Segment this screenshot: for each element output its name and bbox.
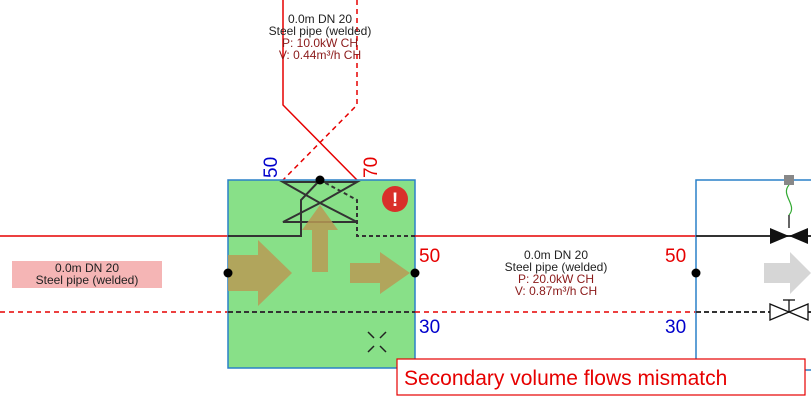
top-return-pipe[interactable] xyxy=(282,0,358,181)
left-pipe-label: 0.0m DN 20 Steel pipe (welded) xyxy=(12,261,162,288)
middle-pipe-volume: V: 0.87m³/h CH xyxy=(515,284,597,298)
left-pipe-label-bg xyxy=(12,261,162,288)
top-pipe-power: P: 10.0kW CH xyxy=(282,36,358,50)
middle-pipe-power: P: 20.0kW CH xyxy=(518,272,594,286)
flow-arrow-icon xyxy=(228,240,292,306)
top-pipe-label: 0.0m DN 20 Steel pipe (welded) P: 10.0kW… xyxy=(269,12,372,62)
middle-pipe-material: Steel pipe (welded) xyxy=(505,260,608,274)
mixer-port-right-lower: 30 xyxy=(419,317,440,338)
top-pipe-volume: V: 0.44m³/h CH xyxy=(279,48,361,62)
warning-box[interactable]: Secondary volume flows mismatch xyxy=(396,358,806,396)
right-port-upper: 50 xyxy=(665,246,686,267)
right-block[interactable] xyxy=(691,175,811,371)
flow-arrow-icon xyxy=(302,205,338,272)
valve-icon[interactable] xyxy=(770,228,808,244)
middle-pipe-label: 0.0m DN 20 Steel pipe (welded) P: 20.0kW… xyxy=(505,248,608,298)
top-pipe-length: 0.0m DN 20 xyxy=(288,12,352,26)
mixer-port-top-right: 70 xyxy=(361,157,382,178)
left-pipe-length: 0.0m DN 20 xyxy=(55,261,119,275)
actuator-square-icon[interactable] xyxy=(784,175,794,228)
mixer-port-top-left: 50 xyxy=(261,157,282,178)
flow-arrow-icon xyxy=(764,252,811,294)
mixer-internal-pipe-b xyxy=(319,179,415,237)
error-badge-symbol: ! xyxy=(392,190,398,211)
mixer-left-node[interactable] xyxy=(223,268,233,278)
mixer-block[interactable] xyxy=(223,175,420,369)
warning-box-frame xyxy=(396,358,806,396)
cross-marker-icon[interactable] xyxy=(367,331,387,353)
mixer-top-node[interactable] xyxy=(315,175,325,185)
mixer-port-right-upper: 50 xyxy=(419,246,440,267)
top-pipe-material: Steel pipe (welded) xyxy=(269,24,372,38)
top-supply-pipe[interactable] xyxy=(282,0,358,181)
mixer-right-node[interactable] xyxy=(410,268,420,278)
valve-closed-icon[interactable] xyxy=(769,299,809,321)
warning-text: Secondary volume flows mismatch xyxy=(404,367,727,390)
right-block-left-node[interactable] xyxy=(691,268,701,278)
right-port-lower: 30 xyxy=(665,317,686,338)
left-pipe-material: Steel pipe (welded) xyxy=(36,273,139,287)
flow-arrow-icon xyxy=(350,252,410,294)
middle-pipe-length: 0.0m DN 20 xyxy=(524,248,588,262)
mixer-internal-pipe-a xyxy=(228,179,321,237)
error-exclamation-icon[interactable]: ! xyxy=(382,186,408,212)
